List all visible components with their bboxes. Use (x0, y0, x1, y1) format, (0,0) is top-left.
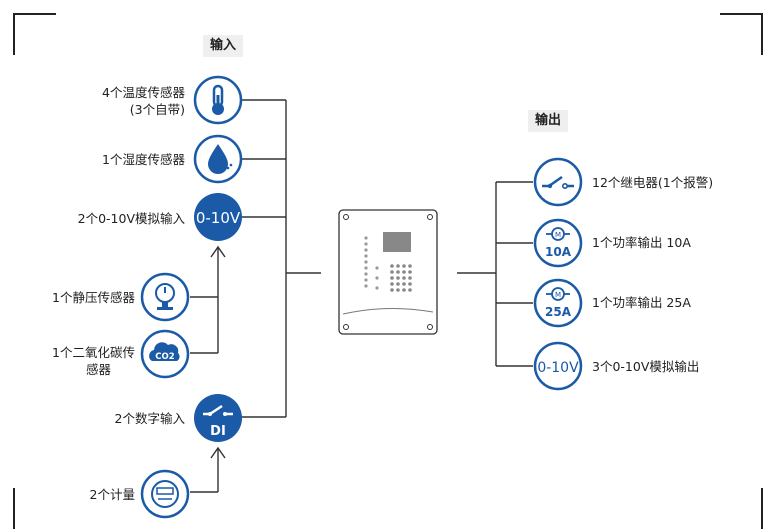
digital-input-switch-icon-text: DI (210, 424, 226, 439)
frame-corner-top-left-v (13, 13, 15, 55)
input-label-humidity: 1个湿度传感器 (102, 152, 185, 167)
analog-output-0-10v-icon: 0-10V (533, 341, 583, 391)
outputs-title: 输出 (528, 110, 569, 132)
input-label-temperature-line1: 4个温度传感器 (102, 85, 185, 100)
meter-icon (140, 469, 190, 519)
motor-10a-icon-badge: M (555, 231, 561, 239)
input-label-temperature: 4个温度传感器 (3个自带) (60, 84, 185, 118)
input-label-temperature-line2: (3个自带) (129, 102, 185, 117)
input-label-pressure: 1个静压传感器 (52, 290, 135, 305)
digital-input-switch-icon: DI (194, 394, 242, 442)
motor-10a-icon-text: 10A (545, 245, 572, 259)
frame-corner-top-right-h (720, 13, 763, 15)
water-drop-icon (193, 134, 243, 184)
output-label-10a: 1个功率输出 10A (592, 235, 691, 250)
input-label-co2-line2: 感器 (85, 362, 111, 377)
input-label-meter: 2个计量 (89, 487, 135, 502)
pressure-gauge-icon (140, 272, 190, 322)
motor-10a-icon: M 10A (533, 218, 583, 268)
input-label-digital: 2个数字输入 (114, 411, 185, 426)
frame-corner-bottom-left-v (13, 488, 15, 529)
input-label-co2-line1: 1个二氧化碳传 (52, 345, 135, 360)
input-label-co2: 1个二氧化碳传 感器 (10, 344, 135, 378)
co2-cloud-icon-text: CO2 (155, 352, 174, 362)
output-label-25a: 1个功率输出 25A (592, 295, 691, 310)
analog-0-10v-icon: 0-10V (194, 193, 242, 241)
inputs-title: 输入 (203, 35, 244, 57)
analog-output-0-10v-icon-text: 0-10V (537, 360, 579, 376)
thermometer-icon (193, 75, 243, 125)
frame-corner-top-right-v (761, 13, 763, 55)
frame-corner-top-left-h (13, 13, 56, 15)
motor-25a-icon-text: 25A (545, 305, 572, 319)
motor-25a-icon: M 25A (533, 278, 583, 328)
frame-corner-bottom-right-v (761, 488, 763, 529)
co2-cloud-icon: CO2 (140, 329, 190, 379)
output-label-analog: 3个0-10V模拟输出 (592, 359, 700, 374)
controller-device-icon (338, 209, 438, 335)
motor-25a-icon-badge: M (555, 291, 561, 299)
input-label-analog: 2个0-10V模拟输入 (77, 211, 185, 226)
output-label-relay: 12个继电器(1个报警) (592, 175, 714, 190)
analog-0-10v-icon-text: 0-10V (196, 209, 241, 227)
relay-switch-icon (533, 157, 583, 207)
